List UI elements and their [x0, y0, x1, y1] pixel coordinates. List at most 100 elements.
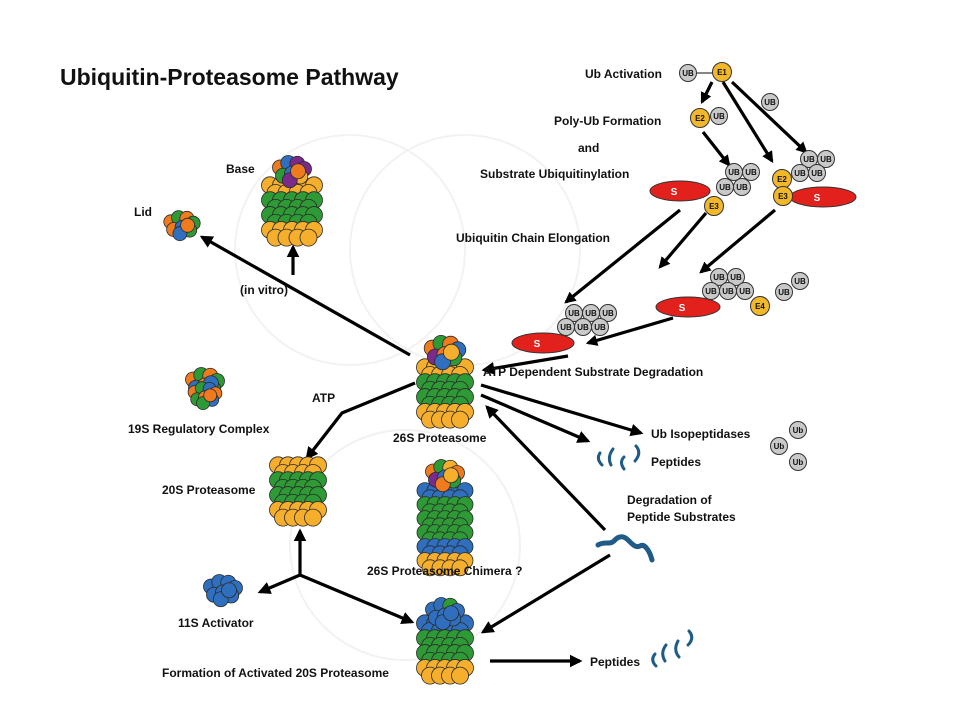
e1-enzyme: E1 — [712, 62, 732, 82]
label-chimera: 26S Proteasome Chimera ? — [367, 564, 522, 578]
label-26s: 26S Proteasome — [393, 431, 487, 445]
activator-11s-icon — [203, 574, 243, 608]
labels: Base Lid (in vitro) ATP 19S Regulatory C… — [128, 67, 751, 680]
svg-text:UB: UB — [739, 287, 751, 296]
activated-20s-icon — [416, 597, 474, 685]
arrow-e1-to-e2 — [700, 81, 714, 105]
label-in-vitro: (in vitro) — [240, 283, 288, 297]
e2-enzyme: E2 — [772, 169, 792, 189]
label-degradation-1: Degradation of — [627, 493, 713, 507]
label-lid: Lid — [134, 205, 152, 219]
label-chain-elongation: Ubiquitin Chain Elongation — [456, 231, 610, 245]
substrate-s: S — [655, 296, 721, 318]
ub-molecule: UB — [808, 164, 826, 182]
ub-molecule: UB — [716, 178, 734, 196]
ub-molecule: UB — [761, 93, 779, 111]
svg-text:UB: UB — [705, 287, 717, 296]
arrow-to-activated — [299, 573, 415, 624]
label-ub-activation: Ub Activation — [585, 67, 662, 81]
svg-text:UB: UB — [794, 169, 806, 178]
svg-text:UB: UB — [722, 287, 734, 296]
svg-text:UB: UB — [560, 323, 572, 332]
svg-text:UB: UB — [811, 169, 823, 178]
svg-text:UB: UB — [713, 112, 725, 121]
ub-molecule: UB — [727, 268, 745, 286]
svg-text:UB: UB — [736, 183, 748, 192]
ub-molecule: UB — [736, 282, 754, 300]
svg-text:UB: UB — [568, 309, 580, 318]
e3-enzyme: E3 — [704, 196, 724, 216]
svg-text:E2: E2 — [695, 114, 705, 123]
ub-molecule: UB — [725, 163, 743, 181]
svg-text:UB: UB — [803, 155, 815, 164]
svg-text:Ub: Ub — [774, 442, 785, 451]
substrate-s: S — [789, 186, 857, 208]
ub-molecule: UB — [574, 318, 592, 336]
svg-text:E4: E4 — [755, 302, 765, 311]
substrate-s: S — [511, 332, 575, 354]
peptide-substrate-icon — [595, 534, 655, 563]
label-activated-20s: Formation of Activated 20S Proteasome — [162, 666, 389, 680]
ub-released-molecule: Ub — [789, 421, 807, 439]
ub-molecule: UB — [702, 282, 720, 300]
ub-molecule: UB — [791, 272, 809, 290]
complexes — [163, 155, 474, 685]
ub-molecule: UB — [679, 64, 697, 82]
svg-text:UB: UB — [602, 309, 614, 318]
svg-text:UB: UB — [594, 323, 606, 332]
arrow-right-complex-down — [699, 208, 777, 274]
svg-text:UB: UB — [728, 168, 740, 177]
svg-text:UB: UB — [730, 273, 742, 282]
svg-text:E3: E3 — [778, 192, 788, 201]
svg-text:Ub: Ub — [793, 426, 804, 435]
arrow-left-complex-down1 — [564, 208, 682, 304]
svg-text:S: S — [534, 339, 541, 350]
peptides-bottom-icon — [651, 629, 694, 668]
ub-released-molecule: Ub — [789, 453, 807, 471]
ub-molecule: UB — [710, 107, 728, 125]
label-20s: 20S Proteasome — [162, 483, 256, 497]
label-atp: ATP — [312, 391, 335, 405]
e3-enzyme: E3 — [773, 186, 793, 206]
svg-text:UB: UB — [682, 69, 694, 78]
label-polyub: Poly-Ub Formation — [554, 114, 661, 128]
ub-molecule: UB — [733, 178, 751, 196]
ub-molecule: UB — [557, 318, 575, 336]
arrow-peptide-to-activated — [480, 553, 611, 634]
label-atp-dependent: ATP Dependent Substrate Degradation — [483, 365, 703, 379]
svg-text:S: S — [671, 187, 678, 198]
regulatory-19s-icon — [185, 367, 225, 411]
label-peptides-mid: Peptides — [651, 455, 701, 469]
svg-text:UB: UB — [719, 183, 731, 192]
arrow-atp — [305, 381, 416, 461]
ub-released-molecule: Ub — [770, 437, 788, 455]
svg-text:E2: E2 — [777, 175, 787, 184]
arrow-to-peptides-mid — [480, 393, 591, 443]
label-and: and — [578, 141, 599, 155]
substrate-s: S — [649, 180, 711, 202]
arrow-s-to-final — [585, 316, 674, 346]
label-19s: 19S Regulatory Complex — [128, 422, 270, 436]
svg-text:UB: UB — [778, 288, 790, 297]
e2-enzyme: E2 — [690, 108, 710, 128]
arrow-e2-to-complex — [701, 131, 731, 167]
arrow-e1-to-ubstack — [730, 80, 808, 154]
svg-text:UB: UB — [713, 273, 725, 282]
arrow-e1-to-e2e3 — [721, 81, 774, 163]
svg-text:UB: UB — [764, 98, 776, 107]
label-base: Base — [226, 162, 255, 176]
arrow-left-complex-down2 — [658, 211, 708, 269]
svg-text:UB: UB — [585, 309, 597, 318]
svg-text:UB: UB — [577, 323, 589, 332]
svg-text:S: S — [814, 193, 821, 204]
proteasome-chimera-icon — [416, 459, 474, 577]
e4-enzyme: E4 — [750, 296, 770, 316]
ub-molecule: UB — [742, 163, 760, 181]
ub-molecule: UB — [817, 150, 835, 168]
page-title: Ubiquitin-Proteasome Pathway — [60, 64, 399, 90]
label-peptides-bottom: Peptides — [590, 655, 640, 669]
ub-molecule: UB — [791, 164, 809, 182]
ub-molecule: UB — [599, 304, 617, 322]
